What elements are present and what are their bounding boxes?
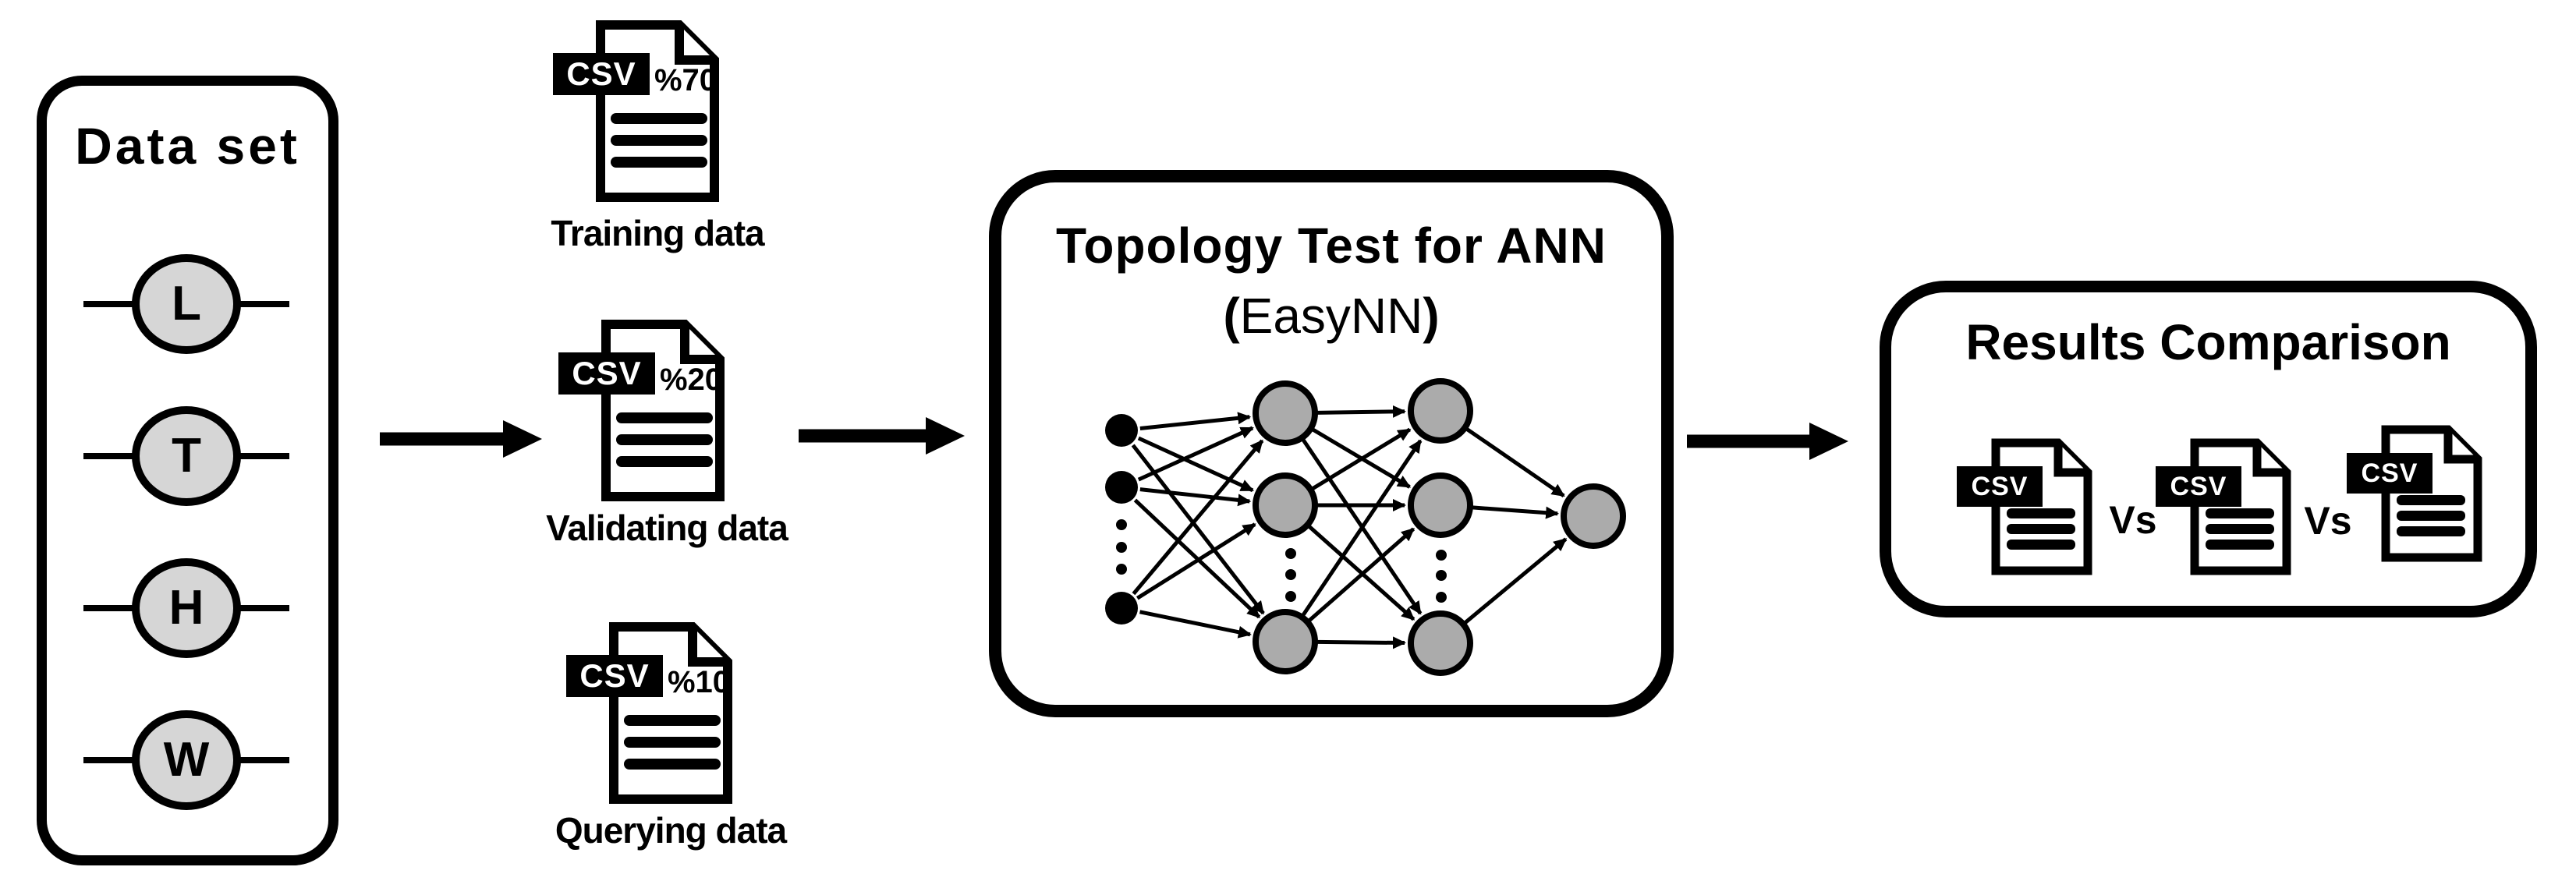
csv-doc-icon (2190, 438, 2291, 575)
result-file-3: CSV (2347, 425, 2482, 562)
subtitle-paren-close: ) (1423, 288, 1440, 344)
neural-network-diagram (1105, 378, 1626, 676)
folded-corner-icon (2252, 443, 2287, 477)
csv-file-training: CSV %70 (553, 19, 720, 203)
csv-file-validating: CSV %20 (558, 319, 725, 502)
flow-arrow-topology-to-results (1687, 423, 1848, 460)
split-share-label: %10 (667, 665, 731, 699)
arrow-shaft (380, 432, 503, 446)
dataset-box: Data set L T H W (37, 76, 338, 865)
flow-arrow-dataset-to-files (380, 420, 542, 458)
arrow-shaft (1687, 434, 1809, 448)
csv-file-querying: CSV %10 (566, 621, 733, 805)
dataset-title: Data set (75, 117, 300, 175)
csv-doc-icon (1991, 438, 2092, 575)
csv-badge: CSV (566, 655, 663, 697)
csv-badge: CSV (2156, 466, 2241, 507)
topology-box: Topology Test for ANN (EasyNN) (989, 170, 1674, 717)
vs-label-2: Vs (2304, 499, 2352, 543)
csv-badge: CSV (558, 352, 655, 395)
folded-corner-icon (688, 627, 728, 667)
topology-subtitle: (EasyNN) (1001, 291, 1661, 341)
dataset-node-H: H (132, 558, 241, 658)
split-share-label: %20 (659, 363, 723, 397)
csv-doc-icon (601, 320, 725, 501)
result-file-1: CSV (1957, 438, 2092, 575)
csv-file-label-validating: Validating data (546, 508, 788, 548)
subtitle-paren-open: ( (1223, 288, 1240, 344)
csv-badge: CSV (553, 53, 650, 95)
folded-corner-icon (2053, 443, 2088, 477)
csv-badge: CSV (2347, 453, 2432, 494)
result-file-2: CSV (2156, 438, 2291, 575)
arrow-head-icon (1809, 423, 1848, 460)
csv-doc-icon (2381, 425, 2482, 562)
vs-label-1: Vs (2109, 498, 2157, 542)
arrow-head-icon (926, 417, 965, 455)
csv-file-label-querying: Querying data (555, 810, 787, 851)
csv-file-label-training: Training data (551, 213, 764, 253)
folded-corner-icon (680, 324, 720, 364)
flow-arrow-files-to-topology (799, 417, 965, 455)
topology-title: Topology Test for ANN (1056, 218, 1607, 274)
folded-corner-icon (2443, 430, 2478, 464)
arrow-shaft (799, 429, 926, 443)
dataset-node-W: W (132, 710, 241, 810)
arrow-head-icon (503, 420, 542, 458)
results-title: Results Comparison (1965, 314, 2451, 370)
results-box: Results Comparison CSV Vs CSV Vs (1880, 281, 2537, 617)
split-share-label: %70 (654, 63, 718, 97)
csv-badge: CSV (1957, 466, 2043, 507)
folded-corner-icon (675, 25, 714, 65)
csv-doc-icon (596, 20, 719, 202)
csv-doc-icon (609, 622, 732, 804)
dataset-node-T: T (132, 406, 241, 506)
subtitle-tool-name: EasyNN (1239, 288, 1423, 344)
dataset-node-L: L (132, 254, 241, 354)
